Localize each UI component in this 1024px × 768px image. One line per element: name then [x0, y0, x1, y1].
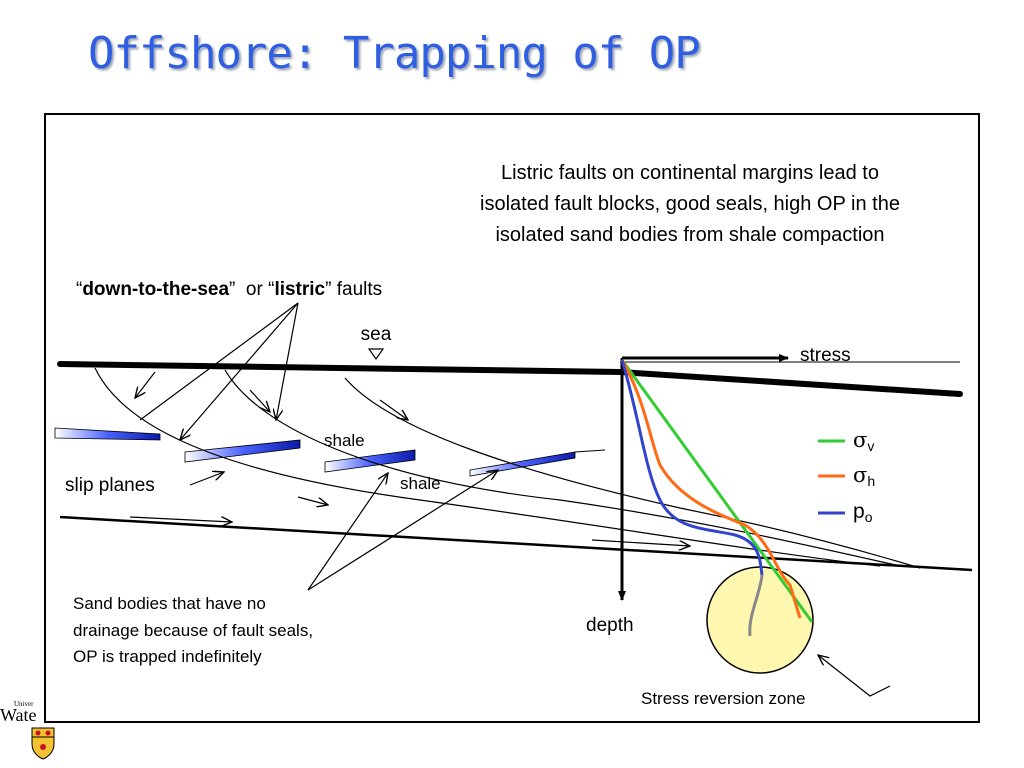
legend-label-sigma-h: σh — [853, 463, 875, 489]
sand-body-4-tail — [574, 449, 606, 453]
listric-fault-2 — [224, 369, 901, 567]
legend-label-sigma-v: σv — [853, 428, 874, 454]
slip-planes-label: slip planes — [65, 475, 155, 496]
slip-arrow-4 — [297, 496, 328, 505]
slip-arrow-5 — [129, 516, 232, 522]
shale-label-1: shale — [324, 431, 365, 450]
seabed-line — [57, 361, 963, 397]
po-curve — [620, 359, 764, 576]
basal-detachment — [59, 515, 973, 572]
stress-axis-label: stress — [800, 345, 851, 366]
fault-label-pointer-2 — [276, 302, 299, 420]
faults-label: “down-to-the-sea” or “listric” faults — [76, 279, 382, 300]
sand-pointer-2 — [307, 470, 498, 591]
sand-body-1 — [54, 427, 161, 441]
po-curve-reversion — [748, 574, 764, 637]
slide-title: Offshore: Trapping of OP — [88, 28, 701, 79]
university-logo-text-small: Univer — [14, 700, 34, 708]
slip-arrow-1 — [135, 371, 156, 398]
stress-reversion-pointer — [818, 655, 891, 697]
sea-level-triangle-icon — [367, 348, 385, 361]
sand-bodies-text-line-2: drainage because of fault seals, — [73, 621, 313, 640]
legend-label-po: po — [853, 500, 873, 525]
university-logo-text-big: Wate — [0, 705, 37, 725]
sand-bodies-text-line-1: Sand bodies that have no — [73, 594, 266, 613]
diagram-frame — [44, 113, 980, 723]
depth-axis-label: depth — [586, 615, 634, 636]
shale-label-2: shale — [400, 474, 441, 493]
intro-text-line-3: isolated sand bodies from shale compacti… — [495, 224, 884, 246]
sand-body-4 — [469, 451, 576, 477]
intro-text-line-2: isolated fault blocks, good seals, high … — [480, 193, 900, 215]
stress-reversion-label: Stress reversion zone — [641, 689, 805, 708]
sigma-h-curve — [620, 359, 802, 619]
sea-label: sea — [361, 324, 392, 345]
fault-label-pointer-3 — [139, 302, 299, 421]
slip-arrow-6 — [591, 539, 690, 546]
sand-bodies-text-line-3: OP is trapped indefinitely — [73, 647, 262, 666]
fault-label-pointer-1 — [180, 302, 299, 440]
sand-pointer-1 — [307, 473, 388, 591]
legend: σv σh po — [818, 428, 875, 525]
sand-body-2 — [184, 439, 301, 463]
slip-arrow-2 — [249, 389, 270, 412]
slip-planes-pointer — [189, 472, 224, 486]
university-crest-icon — [31, 727, 55, 760]
slip-arrow-3 — [379, 399, 408, 420]
intro-text-line-1: Listric faults on continental margins le… — [501, 162, 879, 184]
sigma-v-curve — [620, 359, 814, 623]
